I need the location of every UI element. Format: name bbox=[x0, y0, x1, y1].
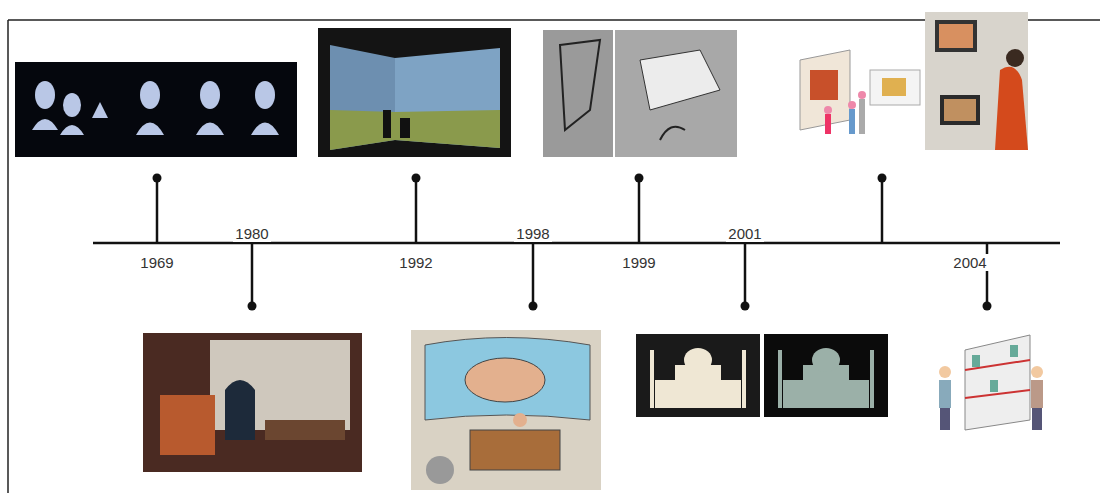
timeline-axis bbox=[93, 178, 1060, 306]
year-label: 1998 bbox=[514, 225, 551, 242]
busts-photo bbox=[15, 62, 297, 157]
cave-photo bbox=[318, 28, 511, 157]
year-label: 1992 bbox=[397, 254, 434, 271]
office-illustration bbox=[411, 330, 601, 490]
year-label: 1969 bbox=[138, 254, 175, 271]
timeline-dots bbox=[153, 174, 992, 311]
room-photo bbox=[143, 333, 362, 472]
year-label: 2001 bbox=[726, 225, 763, 242]
taj-mahal-photos bbox=[636, 334, 888, 417]
museum-illustration bbox=[787, 12, 1028, 150]
warehouse-illustration bbox=[939, 335, 1043, 430]
year-label: 2004 bbox=[951, 254, 988, 271]
year-label: 1999 bbox=[620, 254, 657, 271]
year-label: 1980 bbox=[233, 225, 270, 242]
tracking-photo bbox=[543, 30, 737, 157]
